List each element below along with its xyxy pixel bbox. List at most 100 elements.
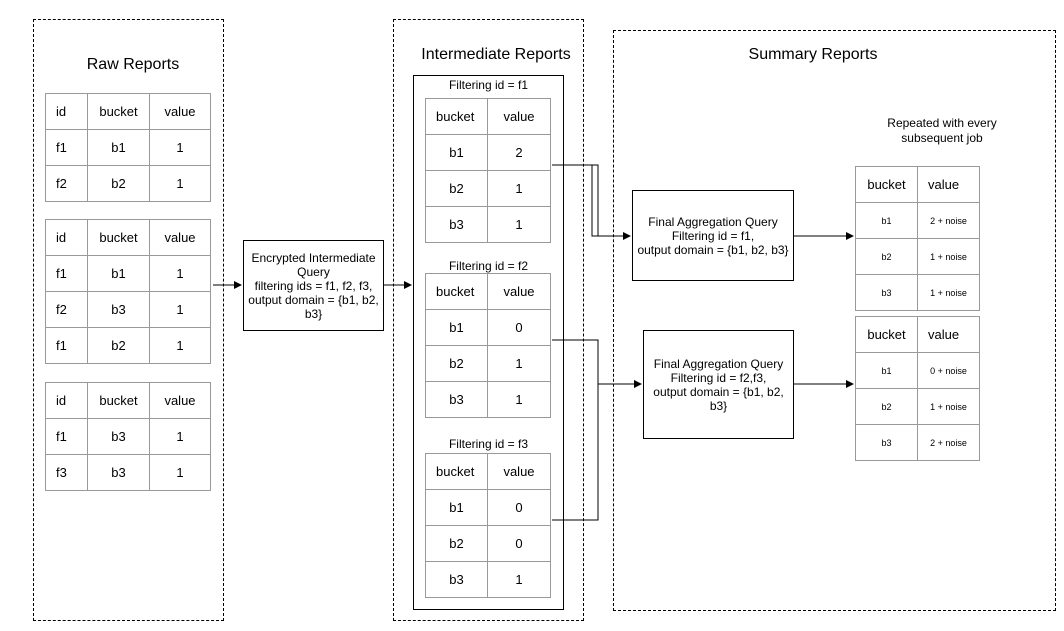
table-row: b3 1 + noise bbox=[855, 274, 980, 311]
table-row: f1 b1 1 bbox=[45, 255, 211, 292]
table-row: f1 b1 1 bbox=[45, 129, 211, 166]
table-cell: 1 bbox=[149, 165, 211, 202]
table-row: b2 1 + noise bbox=[855, 388, 980, 425]
table-header-cell: id bbox=[45, 219, 88, 256]
table-row: b1 0 bbox=[425, 309, 551, 346]
table-header-row: bucket value bbox=[855, 166, 980, 203]
table-cell: 0 bbox=[487, 309, 551, 346]
table-row: b2 1 bbox=[425, 170, 551, 207]
encrypted-intermediate-query-box: Encrypted Intermediate Query filtering i… bbox=[243, 240, 384, 331]
table-row: f2 b2 1 bbox=[45, 165, 211, 202]
table-cell: f1 bbox=[45, 418, 88, 455]
raw-table-1: id bucket value f1 b1 1 f2 b2 1 bbox=[45, 93, 211, 202]
table-header-row: bucket value bbox=[855, 316, 980, 353]
table-row: f1 b3 1 bbox=[45, 418, 211, 455]
table-cell: f3 bbox=[45, 454, 88, 491]
table-header-row: bucket value bbox=[425, 273, 551, 310]
table-cell: b2 bbox=[87, 165, 150, 202]
table-cell: b3 bbox=[855, 424, 918, 461]
repeated-note: Repeated with every subsequent job bbox=[887, 116, 997, 145]
intermediate-table-f1: bucket value b1 2 b2 1 b3 1 bbox=[425, 98, 551, 243]
table-header-cell: value bbox=[917, 166, 980, 203]
table-cell: 1 bbox=[487, 206, 551, 243]
table-cell: 1 bbox=[149, 454, 211, 491]
table-cell: f1 bbox=[45, 327, 88, 364]
intermediate-reports-title: Intermediate Reports bbox=[421, 46, 571, 63]
table-header-cell: bucket bbox=[87, 219, 150, 256]
table-cell: 1 + noise bbox=[917, 388, 980, 425]
table-cell: 1 bbox=[487, 345, 551, 382]
table-header-row: id bucket value bbox=[45, 219, 211, 256]
table-cell: b3 bbox=[855, 274, 918, 311]
summary-table-2: bucket value b1 0 + noise b2 1 + noise b… bbox=[855, 316, 980, 461]
table-row: f2 b3 1 bbox=[45, 291, 211, 328]
filter-label-f1: Filtering id = f1 bbox=[448, 78, 529, 92]
arrow-f3-to-final-2 bbox=[552, 384, 599, 521]
table-row: b2 1 bbox=[425, 345, 551, 382]
table-cell: 2 + noise bbox=[917, 202, 980, 239]
table-cell: 0 bbox=[487, 489, 551, 526]
table-cell: f1 bbox=[45, 255, 88, 292]
table-row: b2 1 + noise bbox=[855, 238, 980, 275]
table-cell: b2 bbox=[87, 327, 150, 364]
intermediate-reports-section bbox=[393, 19, 584, 621]
table-row: f1 b2 1 bbox=[45, 327, 211, 364]
table-cell: b2 bbox=[425, 170, 488, 207]
table-header-row: id bucket value bbox=[45, 382, 211, 419]
table-cell: 0 + noise bbox=[917, 352, 980, 389]
table-cell: b3 bbox=[87, 291, 150, 328]
table-header-cell: bucket bbox=[87, 382, 150, 419]
summary-table-1: bucket value b1 2 + noise b2 1 + noise b… bbox=[855, 166, 980, 311]
arrow-f2-to-final-2 bbox=[552, 339, 642, 388]
table-header-cell: id bbox=[45, 382, 88, 419]
table-cell: b3 bbox=[87, 418, 150, 455]
table-header-cell: bucket bbox=[425, 453, 488, 490]
table-header-cell: value bbox=[149, 219, 211, 256]
table-cell: 2 bbox=[487, 134, 551, 171]
summary-reports-section bbox=[613, 30, 1056, 611]
intermediate-table-f2: bucket value b1 0 b2 1 b3 1 bbox=[425, 273, 551, 418]
table-cell: 1 bbox=[487, 381, 551, 418]
table-header-cell: bucket bbox=[425, 98, 488, 135]
table-cell: 1 bbox=[149, 129, 211, 166]
table-header-cell: value bbox=[149, 382, 211, 419]
table-header-cell: bucket bbox=[855, 166, 918, 203]
table-cell: f2 bbox=[45, 165, 88, 202]
filter-label-f2: Filtering id = f2 bbox=[448, 259, 529, 273]
raw-reports-section bbox=[33, 19, 224, 621]
table-header-cell: value bbox=[149, 93, 211, 130]
table-header-cell: bucket bbox=[855, 316, 918, 353]
table-cell: b2 bbox=[855, 238, 918, 275]
table-cell: b2 bbox=[425, 525, 488, 562]
raw-table-3: id bucket value f1 b3 1 f3 b3 1 bbox=[45, 382, 211, 491]
table-header-cell: bucket bbox=[425, 273, 488, 310]
table-cell: b3 bbox=[87, 454, 150, 491]
table-cell: 1 bbox=[149, 327, 211, 364]
intermediate-table-f3: bucket value b1 0 b2 0 b3 1 bbox=[425, 453, 551, 598]
intermediate-inner-container bbox=[413, 75, 564, 610]
table-row: b3 1 bbox=[425, 206, 551, 243]
table-row: b1 2 + noise bbox=[855, 202, 980, 239]
table-row: b1 2 bbox=[425, 134, 551, 171]
table-row: b3 2 + noise bbox=[855, 424, 980, 461]
table-cell: 1 bbox=[487, 170, 551, 207]
table-row: b3 1 bbox=[425, 381, 551, 418]
table-row: f3 b3 1 bbox=[45, 454, 211, 491]
table-header-cell: value bbox=[487, 273, 551, 310]
raw-table-2: id bucket value f1 b1 1 f2 b3 1 f1 b2 1 bbox=[45, 219, 211, 364]
wire-f1-branch bbox=[552, 164, 599, 236]
table-cell: 1 bbox=[149, 291, 211, 328]
table-cell: b3 bbox=[425, 561, 488, 598]
table-cell: 0 bbox=[487, 525, 551, 562]
table-cell: b3 bbox=[425, 381, 488, 418]
table-cell: f1 bbox=[45, 129, 88, 166]
table-row: b3 1 bbox=[425, 561, 551, 598]
final-query-box-2: Final Aggregation Query Filtering id = f… bbox=[643, 330, 794, 439]
table-cell: 1 + noise bbox=[917, 274, 980, 311]
table-cell: 2 + noise bbox=[917, 424, 980, 461]
summary-reports-title: Summary Reports bbox=[748, 46, 878, 63]
table-cell: b1 bbox=[87, 129, 150, 166]
raw-reports-title: Raw Reports bbox=[86, 56, 180, 73]
table-cell: b3 bbox=[425, 206, 488, 243]
